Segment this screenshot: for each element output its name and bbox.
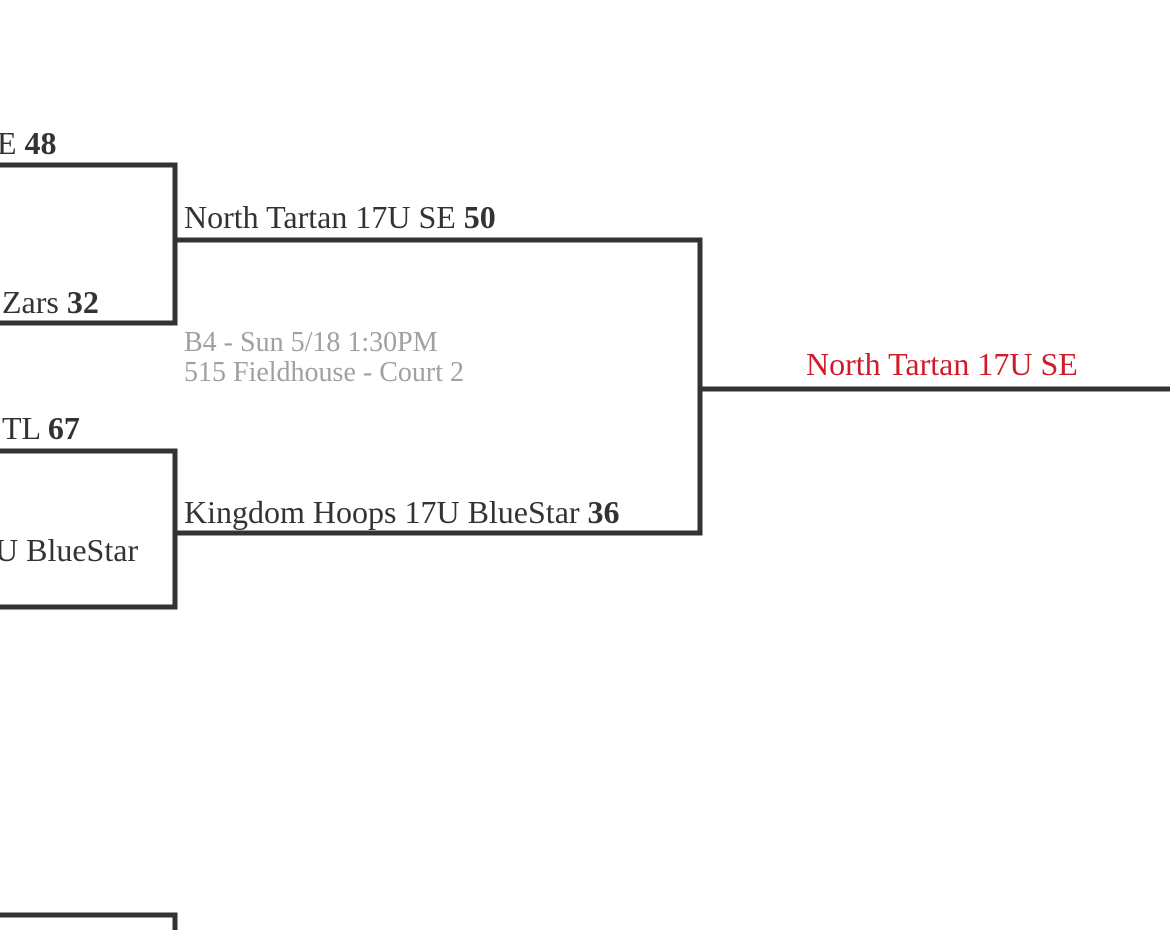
team-score: 67 xyxy=(47,410,80,446)
team-name: U BlueStar xyxy=(0,532,139,568)
team-score: 36 xyxy=(587,494,620,530)
game-location: 515 Fieldhouse - Court 2 xyxy=(184,357,464,388)
r1-game1-top-team[interactable]: E 48 xyxy=(0,127,57,159)
r1-game1-bottom-team[interactable]: Zars 32 xyxy=(2,286,99,318)
team-score: 32 xyxy=(66,284,99,320)
next-game-connector xyxy=(0,912,178,930)
team-name: North Tartan 17U SE xyxy=(184,199,456,235)
r2-top-team[interactable]: North Tartan 17U SE 50 xyxy=(184,201,496,233)
game-info: B4 - Sun 5/18 1:30PM xyxy=(184,327,438,358)
r2-bottom-team[interactable]: Kingdom Hoops 17U BlueStar 36 xyxy=(184,496,620,528)
r1-game2-top-team[interactable]: TL 67 xyxy=(2,412,80,444)
team-name: E xyxy=(0,125,17,161)
team-score: 50 xyxy=(463,199,496,235)
team-name: Kingdom Hoops 17U BlueStar xyxy=(184,494,580,530)
r1-game1-connector xyxy=(0,162,178,326)
r1-game2-connector xyxy=(0,448,178,610)
team-score: 48 xyxy=(24,125,57,161)
r1-game2-bottom-team[interactable]: U BlueStar xyxy=(0,534,138,566)
winner-team[interactable]: North Tartan 17U SE xyxy=(806,346,1078,382)
team-name: Zars xyxy=(2,284,59,320)
team-name: TL xyxy=(2,410,40,446)
